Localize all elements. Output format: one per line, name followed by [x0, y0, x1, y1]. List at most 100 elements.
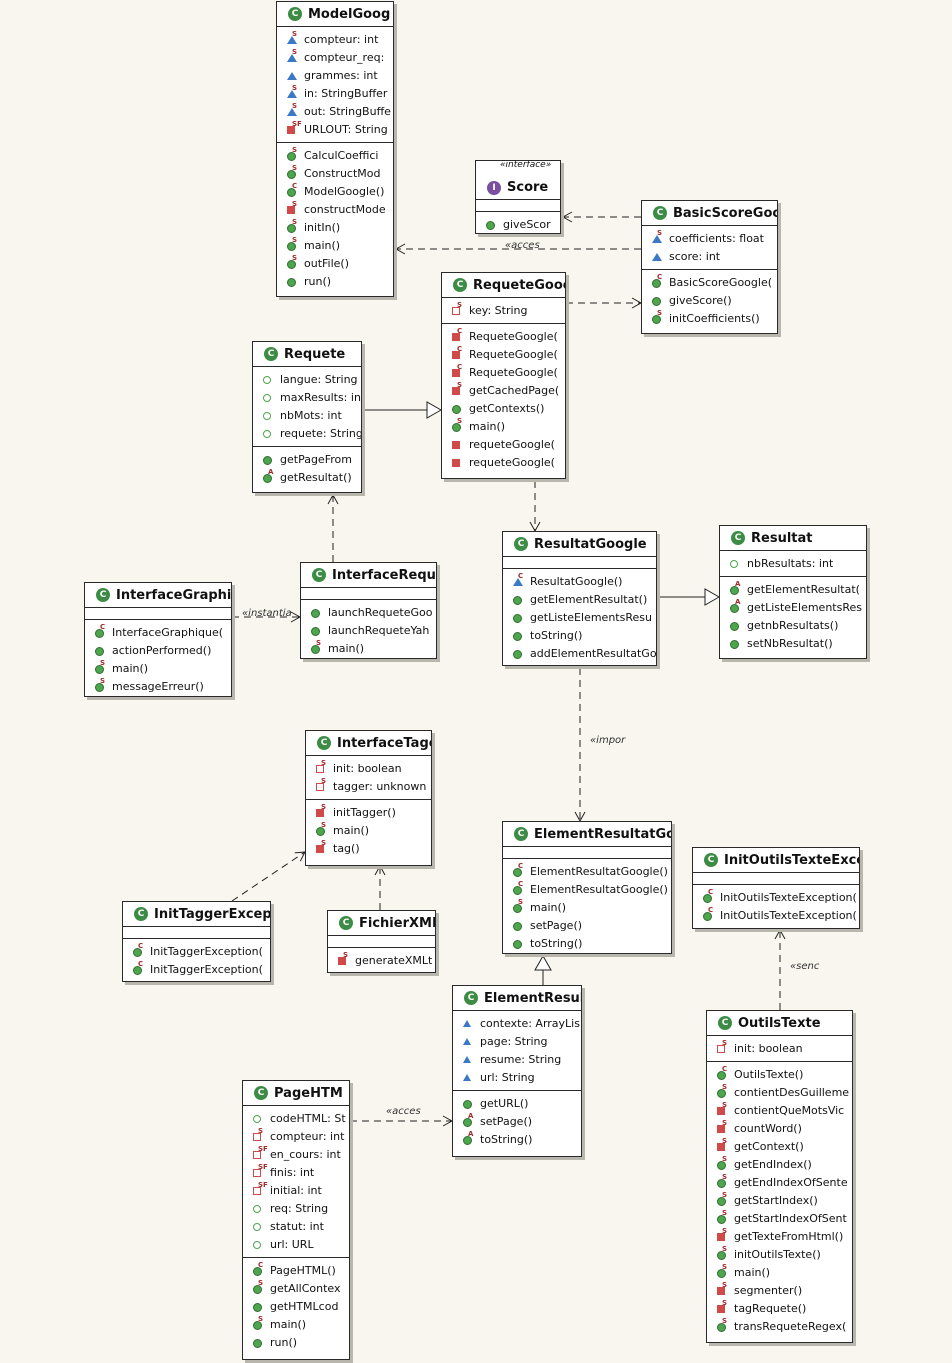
field-row[interactable]: maxResults: in [253, 388, 361, 406]
class-box-elementresultatgoogle[interactable]: CElementResultatGoocCElementResultatGoog… [502, 821, 672, 954]
method-row[interactable]: giveScor [476, 215, 560, 233]
relation-generalization-requete-to-requetegoogle[interactable] [362, 401, 443, 419]
relation-generalization-resultatgoogle-to-resultat[interactable] [657, 588, 721, 606]
relation-dependency-inittaggerexc-to-interfacetagger[interactable] [231, 851, 306, 902]
field-row[interactable]: url: String [453, 1068, 581, 1086]
method-row[interactable]: toString() [503, 934, 671, 952]
method-row[interactable]: launchRequeteGoo [301, 603, 436, 621]
method-row[interactable]: run() [243, 1333, 349, 1351]
field-row[interactable]: resume: String [453, 1050, 581, 1068]
method-row[interactable]: getnbResultats() [720, 616, 866, 634]
method-row[interactable]: getHTMLcod [243, 1297, 349, 1315]
relation-dependency-pagehtml-to-elementresultat[interactable] [350, 1115, 454, 1127]
method-row[interactable]: requeteGoogle( [442, 453, 565, 471]
field-row[interactable]: nbMots: int [253, 406, 361, 424]
field-row[interactable]: url: URL [243, 1235, 349, 1253]
field-row[interactable]: nbResultats: int [720, 554, 866, 572]
relation-dependency-outilstexte-to-initoutilsexc[interactable] [774, 928, 786, 1010]
relation-dependency-fichierxml-to-interfacetagger[interactable] [374, 864, 386, 910]
method-row[interactable]: getURL() [453, 1094, 581, 1112]
relation-generalization-elementresultat-to-elementresultatgoogle[interactable] [534, 954, 552, 985]
method-row[interactable]: getElementResultat() [503, 590, 656, 608]
relation-dependency-interfacerequete-to-requete[interactable] [327, 493, 339, 562]
field-row[interactable]: requete: String [253, 424, 361, 442]
relation-dependency-requetegoogle-to-resultatgoogle[interactable] [529, 481, 541, 533]
relation-dependency-requetegoogle-to-basicscore[interactable] [566, 297, 643, 309]
method-row[interactable]: giveScore() [642, 291, 777, 309]
field-row[interactable]: req: String [243, 1199, 349, 1217]
method-row[interactable]: setPage() [503, 916, 671, 934]
field-row[interactable]: langue: String [253, 370, 361, 388]
method-row[interactable]: actionPerformed() [85, 641, 231, 659]
method-row[interactable]: setNbResultat() [720, 634, 866, 652]
method-row[interactable]: run() [277, 272, 393, 290]
field-row[interactable]: grammes: int [277, 66, 393, 84]
field-row[interactable]: score: int [642, 247, 777, 265]
method-row[interactable]: toString() [503, 626, 656, 644]
field-row[interactable]: contexte: ArrayLis [453, 1014, 581, 1032]
method-row[interactable]: getPageFrom [253, 450, 361, 468]
field-row[interactable]: page: String [453, 1032, 581, 1050]
method-row[interactable]: getListeElementsResu [503, 608, 656, 626]
